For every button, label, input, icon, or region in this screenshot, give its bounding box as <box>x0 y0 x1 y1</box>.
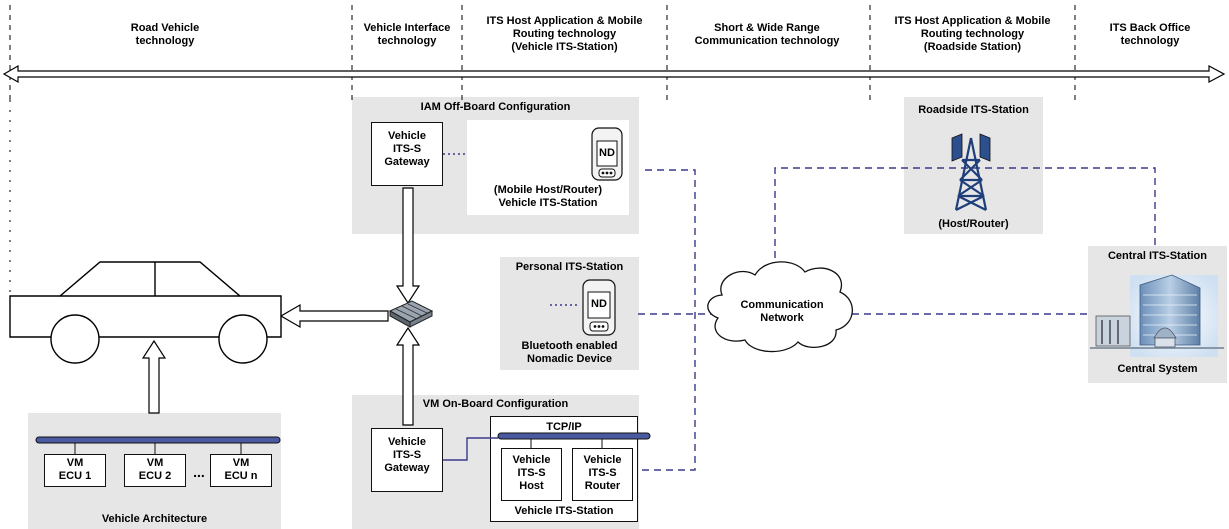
tcpip-bus <box>497 432 651 440</box>
iam-gateway-box: Vehicle ITS-S Gateway <box>371 122 443 186</box>
vm-gateway-box: Vehicle ITS-S Gateway <box>371 428 443 492</box>
ecu-box-1: VM ECU 1 <box>44 454 106 487</box>
header-roadside-station: ITS Host Application & Mobile Routing te… <box>894 15 1051 53</box>
iam-offboard-title: IAM Off-Board Configuration <box>420 101 571 113</box>
roadside-its-station-title: Roadside ITS-Station <box>918 104 1029 116</box>
header-road-vehicle: Road Vehicle technology <box>130 22 200 47</box>
tcpip-label: TCP/IP <box>546 421 582 433</box>
vehicle-architecture-title: Vehicle Architecture <box>101 513 208 525</box>
column-separators <box>9 5 1076 300</box>
vehicle-its-station-label: Vehicle ITS-Station <box>514 505 614 517</box>
interface-chip-icon <box>388 300 434 328</box>
gateway-tcpip-link <box>443 437 498 461</box>
ecu-box-n: VM ECU n <box>210 454 272 487</box>
its-host-label: Vehicle ITS-S Host <box>512 454 551 492</box>
personal-caption: Bluetooth enabled Nomadic Device <box>521 340 618 365</box>
header-vehicle-its-station: ITS Host Application & Mobile Routing te… <box>486 15 643 53</box>
iam-device-label: ND <box>599 147 615 159</box>
central-system-caption: Central System <box>1117 363 1198 375</box>
personal-its-station-panel <box>500 257 639 370</box>
header-vehicle-interface: Vehicle Interface technology <box>363 22 451 47</box>
its-host-box: Vehicle ITS-S Host <box>501 448 562 501</box>
ecu-label-1: VM ECU 1 <box>58 457 92 482</box>
technology-span-arrow <box>2 64 1226 84</box>
hollow-arrows <box>141 187 421 426</box>
nomadic-device-icon <box>582 279 616 336</box>
vm-gateway-label: Vehicle ITS-S Gateway <box>384 436 430 474</box>
mobile-station-label: (Mobile Host/Router) Vehicle ITS-Station <box>493 184 603 209</box>
its-router-box: Vehicle ITS-S Router <box>572 448 633 501</box>
header-communication: Short & Wide Range Communication technol… <box>694 22 840 47</box>
header-back-office: ITS Back Office technology <box>1109 22 1191 47</box>
ecu-box-2: VM ECU 2 <box>124 454 186 487</box>
ecu-ellipsis: ... <box>193 464 205 480</box>
roadside-caption: (Host/Router) <box>938 218 1009 230</box>
its-router-label: Vehicle ITS-S Router <box>583 454 622 492</box>
central-its-station-title: Central ITS-Station <box>1107 250 1207 262</box>
personal-its-station-title: Personal ITS-Station <box>515 261 624 273</box>
ecu-bus <box>35 436 281 444</box>
communication-cloud <box>707 261 853 353</box>
ecu-label-n: VM ECU n <box>224 457 258 482</box>
central-system-building-icon <box>1090 274 1224 357</box>
vm-onboard-title: VM On-Board Configuration <box>422 398 569 410</box>
iam-gateway-label: Vehicle ITS-S Gateway <box>384 130 430 168</box>
personal-device-label: ND <box>591 298 607 310</box>
communication-network-label: Communication Network <box>740 299 824 324</box>
mobile-device-icon <box>591 127 623 181</box>
car-icon <box>9 261 282 364</box>
antenna-tower-icon <box>951 133 991 211</box>
ecu-label-2: VM ECU 2 <box>138 457 172 482</box>
